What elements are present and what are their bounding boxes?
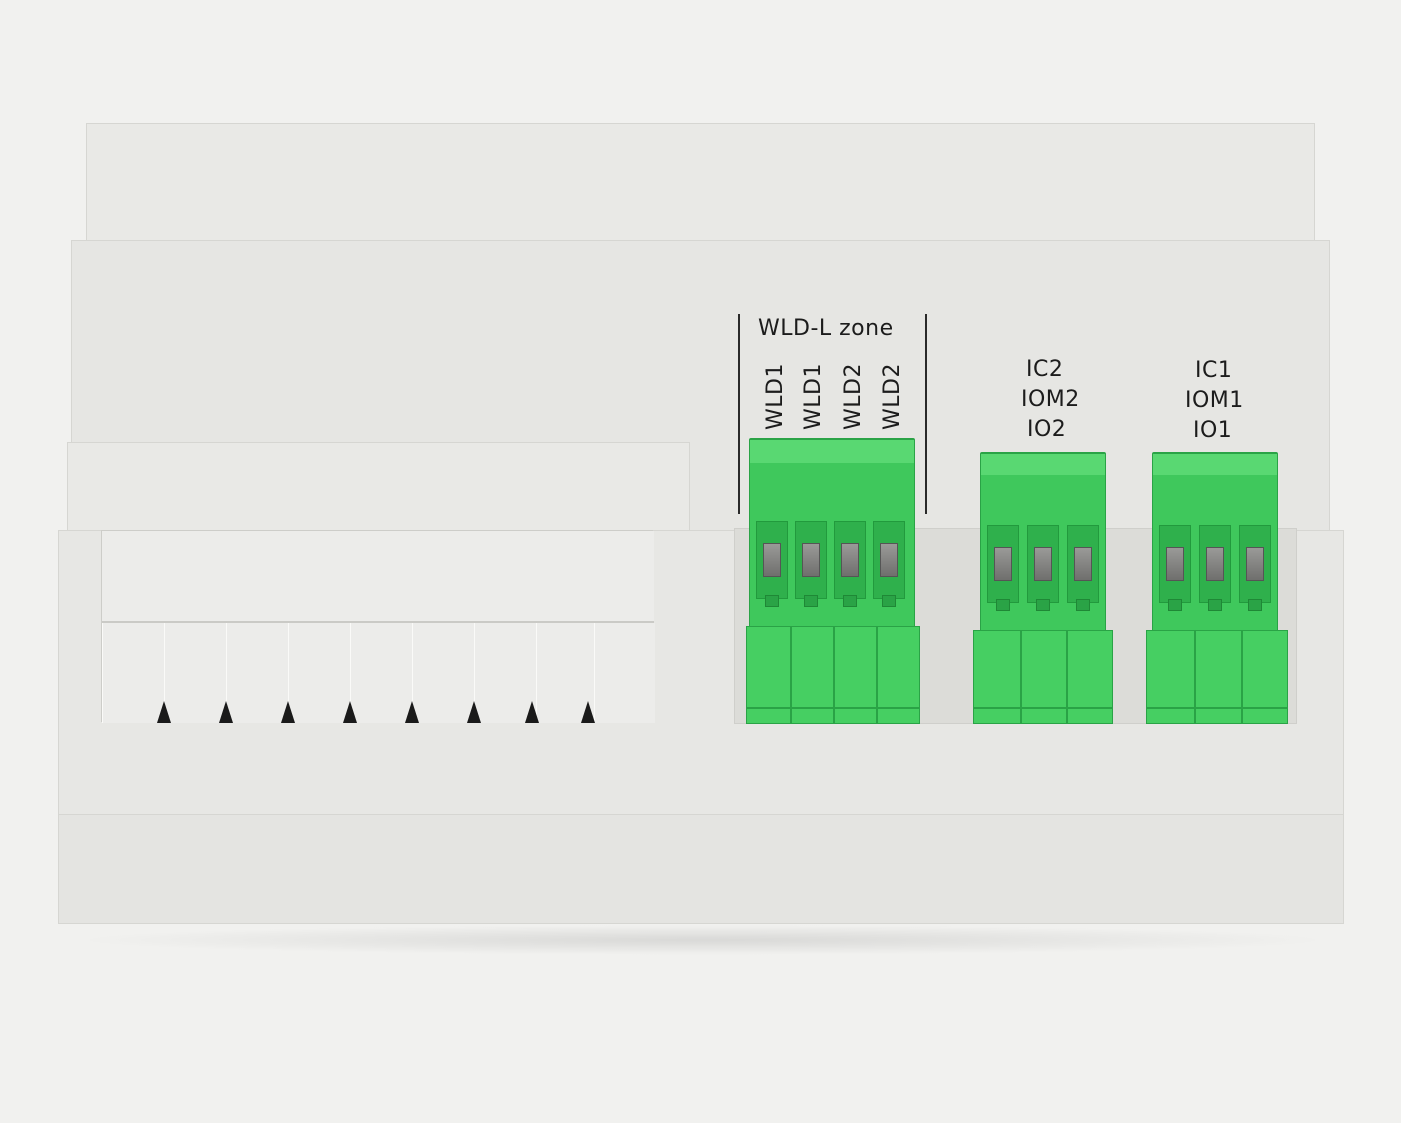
housing-cover-block bbox=[67, 442, 690, 542]
terminal-contact bbox=[763, 543, 781, 577]
terminal-label-3: WLD2 bbox=[841, 363, 866, 430]
connector-ridge bbox=[750, 439, 914, 463]
plug-divider bbox=[790, 627, 792, 723]
terminal-contact bbox=[1166, 547, 1184, 581]
plug-divider bbox=[1241, 631, 1243, 723]
terminal-label-1: WLD1 bbox=[763, 363, 788, 430]
release-hole bbox=[1208, 599, 1222, 611]
release-hole bbox=[804, 595, 818, 607]
breaker-slot-area bbox=[101, 530, 655, 723]
connector-ridge bbox=[981, 453, 1105, 475]
breaker-slot bbox=[594, 623, 655, 723]
terminal-contact bbox=[994, 547, 1012, 581]
terminal-label-2: WLD1 bbox=[801, 363, 826, 430]
zone-title: WLD-L zone bbox=[758, 316, 894, 341]
group2-connector-plug[interactable] bbox=[973, 630, 1113, 724]
plug-band bbox=[747, 707, 919, 709]
release-hole bbox=[1168, 599, 1182, 611]
release-hole bbox=[1036, 599, 1050, 611]
zone-bracket-right bbox=[925, 314, 927, 514]
group2-connector-header[interactable] bbox=[980, 452, 1106, 632]
group2-line-2: IOM2 bbox=[1021, 387, 1080, 412]
release-hole bbox=[996, 599, 1010, 611]
slot-marker bbox=[525, 701, 539, 723]
plug-band bbox=[1147, 707, 1287, 709]
release-hole bbox=[1248, 599, 1262, 611]
release-hole bbox=[882, 595, 896, 607]
group1-connector-header[interactable] bbox=[1152, 452, 1278, 632]
breaker-slot bbox=[164, 623, 229, 723]
terminal-contact bbox=[802, 543, 820, 577]
pin-housing bbox=[987, 525, 1019, 603]
terminal-contact bbox=[880, 543, 898, 577]
slot-marker bbox=[157, 701, 171, 723]
release-hole bbox=[843, 595, 857, 607]
breaker-top-band bbox=[102, 531, 654, 623]
plug-divider bbox=[1020, 631, 1022, 723]
terminal-contact bbox=[841, 543, 859, 577]
slot-marker bbox=[219, 701, 233, 723]
connector-ridge bbox=[1153, 453, 1277, 475]
group1-line-3: IO1 bbox=[1193, 418, 1233, 443]
slot-marker bbox=[281, 701, 295, 723]
slot-marker bbox=[405, 701, 419, 723]
plug-band bbox=[974, 707, 1112, 709]
plug-divider bbox=[876, 627, 878, 723]
plug-divider bbox=[1066, 631, 1068, 723]
breaker-slot bbox=[350, 623, 415, 723]
slot-marker bbox=[581, 701, 595, 723]
housing-bottom-step bbox=[58, 814, 1344, 924]
group1-line-1: IC1 bbox=[1195, 358, 1233, 383]
group2-line-1: IC2 bbox=[1026, 357, 1064, 382]
device-shadow bbox=[70, 925, 1335, 955]
release-hole bbox=[765, 595, 779, 607]
group1-line-2: IOM1 bbox=[1185, 388, 1244, 413]
breaker-slot bbox=[102, 623, 167, 723]
terminal-contact bbox=[1246, 547, 1264, 581]
zone-bracket-left bbox=[738, 314, 740, 514]
release-hole bbox=[1076, 599, 1090, 611]
group2-line-3: IO2 bbox=[1027, 417, 1067, 442]
housing-top-step bbox=[86, 123, 1315, 248]
terminal-contact bbox=[1206, 547, 1224, 581]
terminal-contact bbox=[1034, 547, 1052, 581]
terminal-contact bbox=[1074, 547, 1092, 581]
zone-connector-plug[interactable] bbox=[746, 626, 920, 724]
slot-marker bbox=[467, 701, 481, 723]
breaker-slot bbox=[536, 623, 597, 723]
slot-marker bbox=[343, 701, 357, 723]
plug-divider bbox=[833, 627, 835, 723]
terminal-label-4: WLD2 bbox=[880, 363, 905, 430]
group1-connector-plug[interactable] bbox=[1146, 630, 1288, 724]
breaker-slot bbox=[288, 623, 353, 723]
plug-divider bbox=[1194, 631, 1196, 723]
zone-connector-header[interactable] bbox=[749, 438, 915, 628]
